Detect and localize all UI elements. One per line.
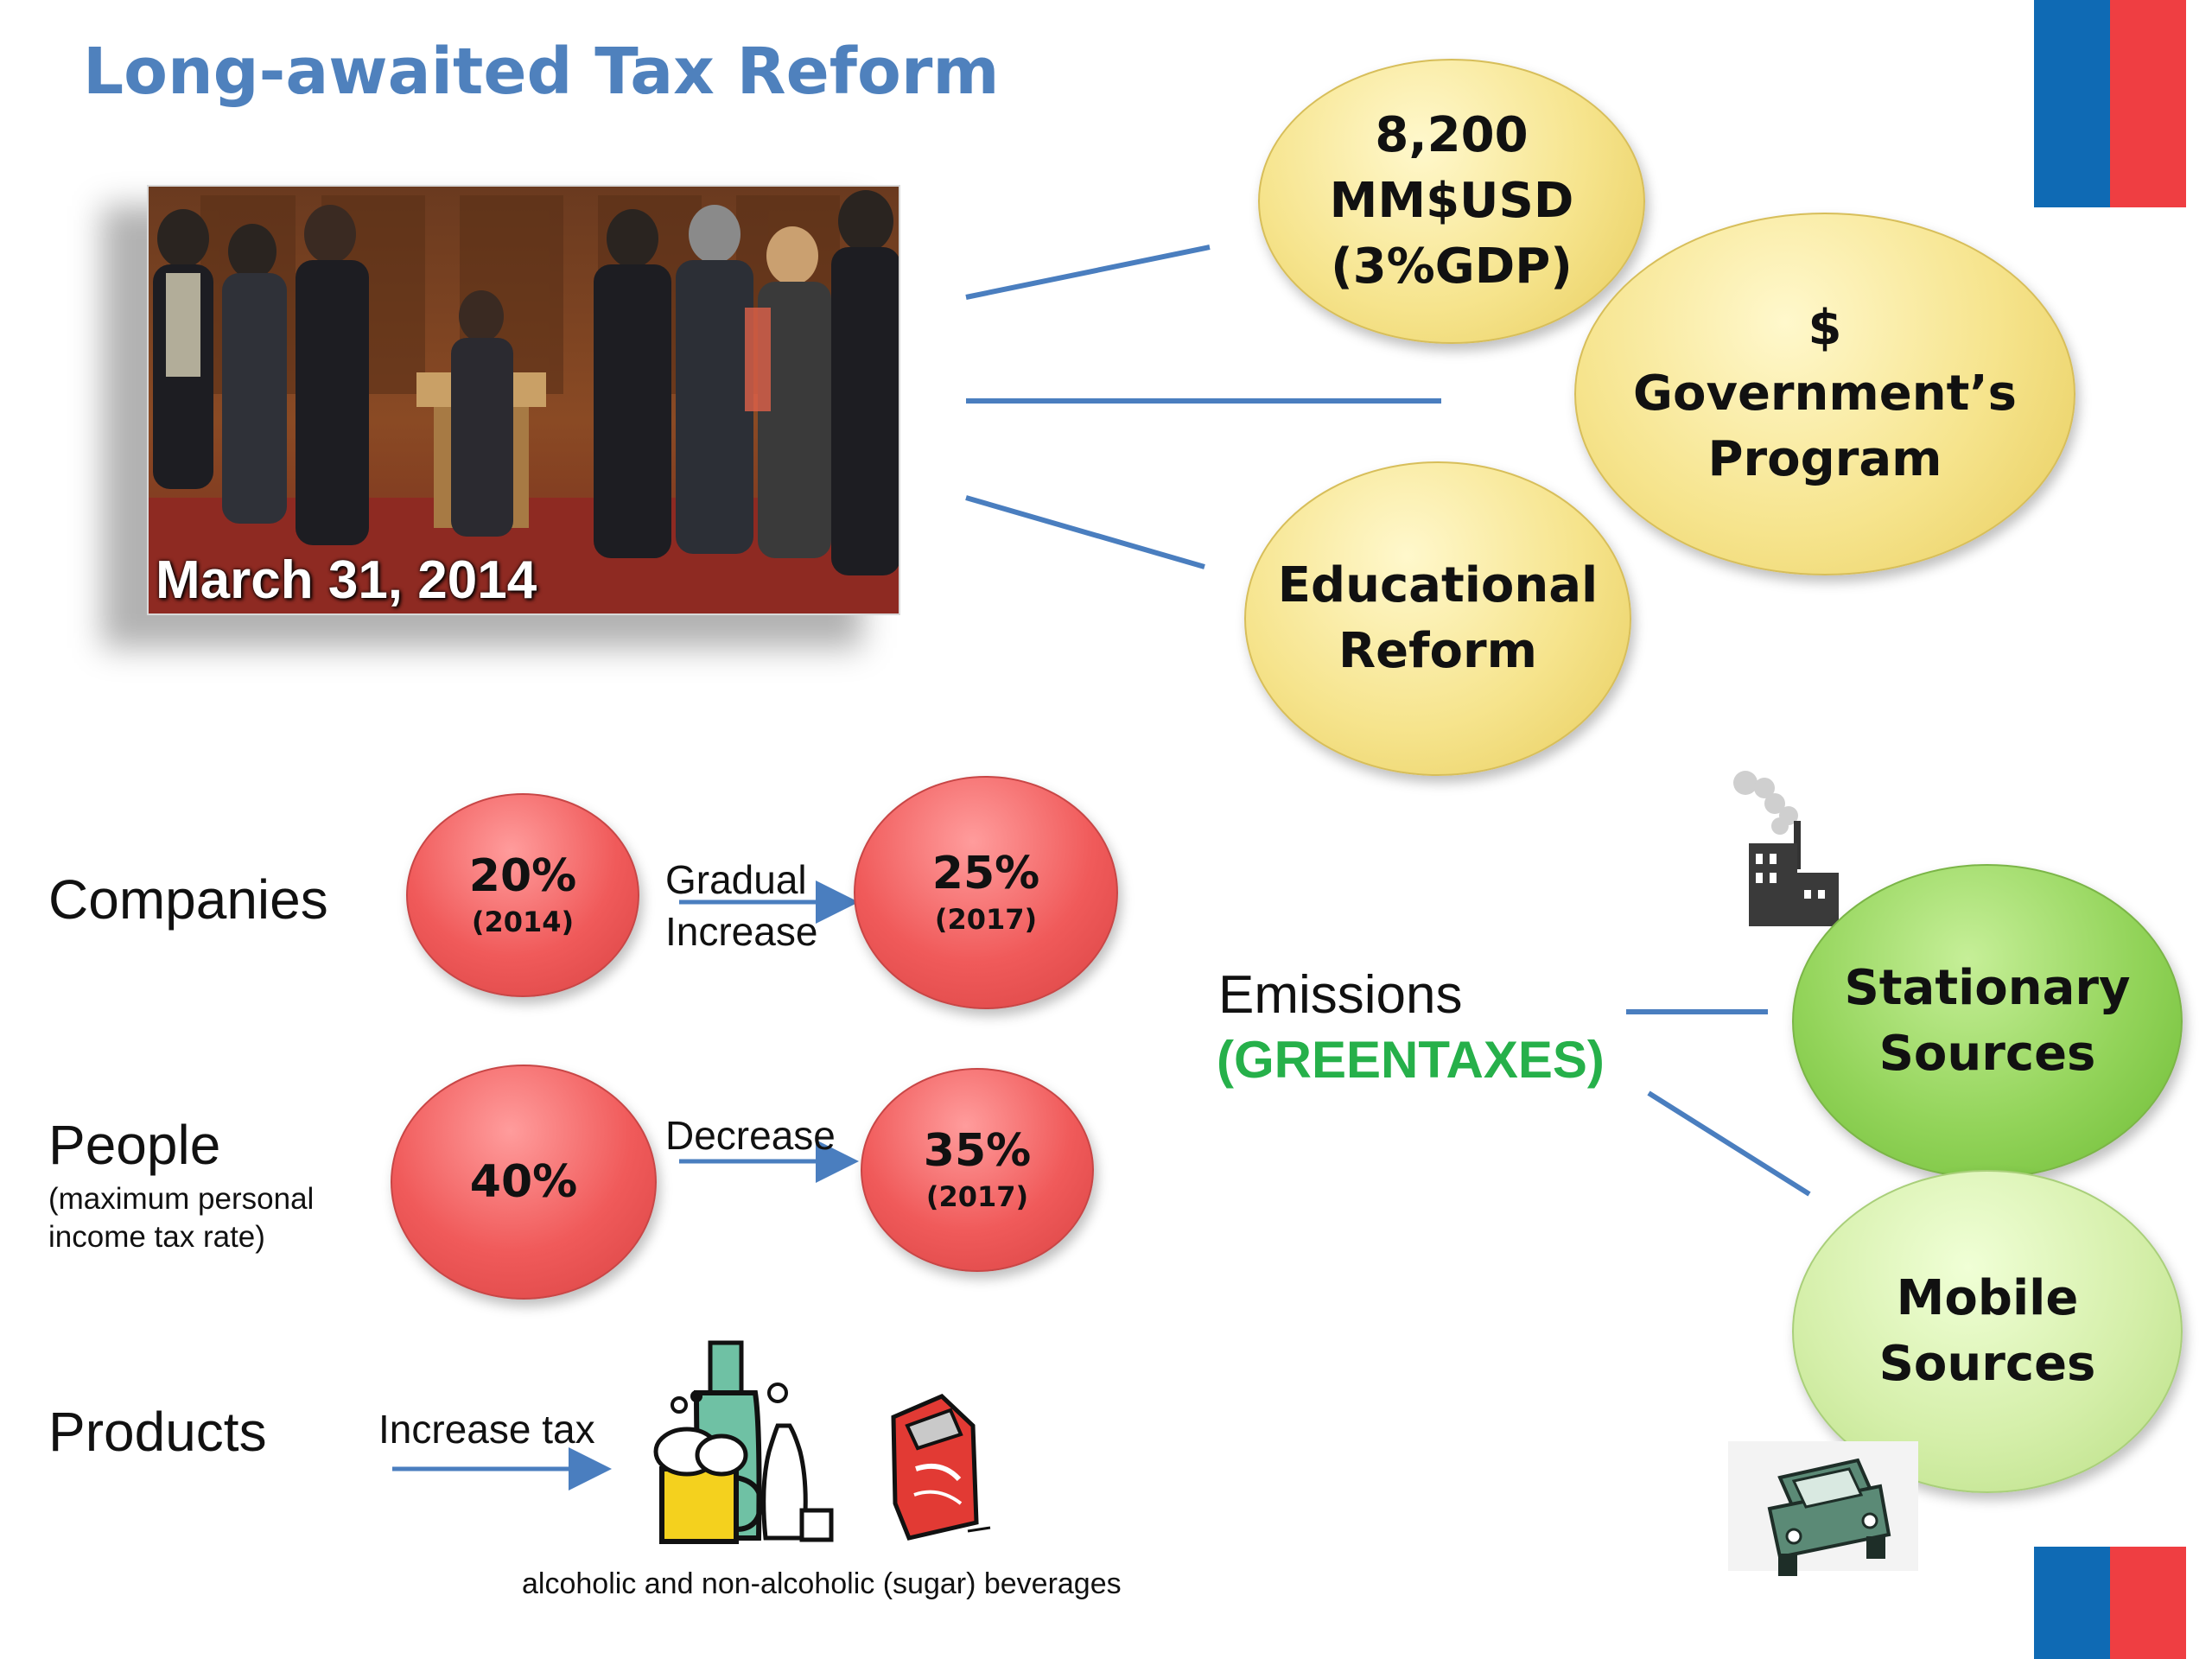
companies-label: Companies [48, 868, 328, 931]
people-label: People [48, 1114, 221, 1176]
connector-to-amount [965, 245, 1211, 300]
emissions-label: Emissions [1218, 965, 1463, 1025]
connector-to-education [965, 495, 1205, 569]
connector-to-mobile [1647, 1090, 1811, 1197]
flag-bottom-right [2034, 1547, 2186, 1659]
companies-2014-bubble: 20%(2014) [406, 793, 639, 997]
flag-top-right [2034, 0, 2186, 207]
increase-tax-label: Increase tax [378, 1407, 595, 1452]
people-40-bubble: 40% [391, 1065, 657, 1300]
photo-caption: March 31, 2014 [156, 550, 537, 610]
soda-can-icon [891, 1394, 991, 1541]
beverages-caption: alcoholic and non-alcoholic (sugar) beve… [522, 1567, 1122, 1600]
products-label: Products [48, 1401, 267, 1463]
slide-title: Long-awaited Tax Reform [83, 35, 1000, 109]
decrease-label: Decrease [665, 1113, 836, 1158]
companies-2017-bubble: 25%(2017) [854, 776, 1118, 1009]
people-35-bubble: 35%(2017) [861, 1068, 1094, 1272]
beer-bottle-icon [653, 1340, 834, 1544]
greentaxes-label: (GREENTAXES) [1217, 1031, 1605, 1089]
ceremony-photo [147, 185, 900, 615]
ceremony-photo-illustration [149, 187, 899, 613]
